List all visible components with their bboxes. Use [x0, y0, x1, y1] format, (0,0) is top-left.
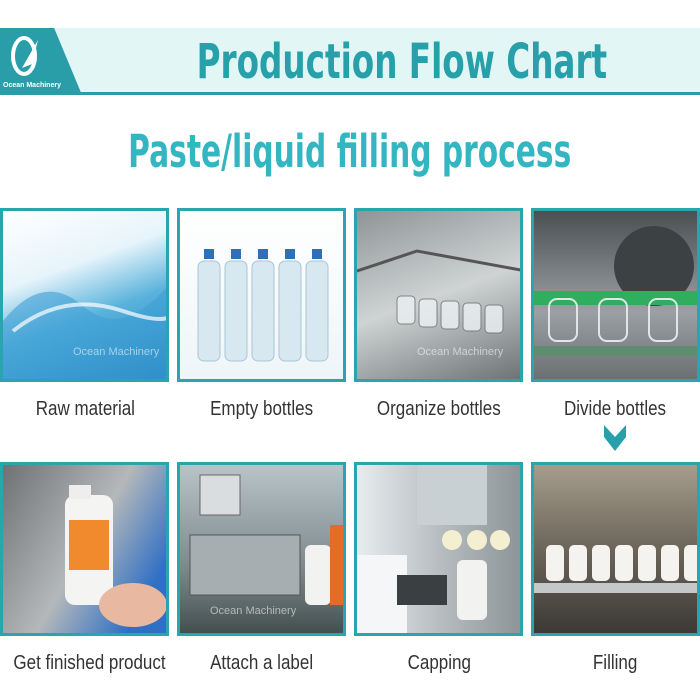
page-subtitle: Paste/liquid filling process — [128, 125, 572, 178]
step-label: Filling — [592, 652, 638, 674]
finished-product-icon — [65, 485, 166, 627]
step-label: Get finished product — [13, 652, 166, 674]
page-title-container: Production Flow Chart — [100, 32, 660, 92]
bottle-conveyor-icon — [534, 226, 697, 356]
step-label-container: Raw material — [0, 396, 170, 422]
chevron-down-icon — [604, 425, 626, 451]
step-label-container: Organize bottles — [354, 396, 524, 422]
step-image-organize-bottles: Ocean Machinery — [354, 208, 523, 382]
step-label: Capping — [407, 652, 471, 674]
header-band — [0, 28, 700, 95]
bottles-icon — [197, 249, 329, 362]
labeling-machine-icon — [189, 474, 343, 605]
step-image-finished-product — [0, 462, 169, 636]
bottle-sorter-icon — [357, 249, 520, 334]
step-label-container: Divide bottles — [530, 396, 700, 422]
step-label: Raw material — [35, 398, 135, 420]
step-image-labeling-machine: Ocean Machinery — [177, 462, 346, 636]
watermark: Ocean Machinery — [417, 346, 504, 358]
capping-machine-icon — [357, 465, 510, 633]
step-image-divide-bottles — [531, 208, 700, 382]
step-label: Empty bottles — [210, 398, 314, 420]
step-label-container: Attach a label — [177, 650, 347, 676]
step-image-capping-machine — [354, 462, 523, 636]
page-subtitle-container: Paste/liquid filling process — [0, 124, 700, 180]
step-label: Divide bottles — [563, 398, 667, 420]
filling-machine-icon — [534, 545, 697, 593]
step-image-empty-bottles — [177, 208, 346, 382]
logo-text: Ocean Machinery — [3, 82, 61, 89]
page-title: Production Flow Chart — [196, 34, 608, 90]
watermark: Ocean Machinery — [73, 346, 160, 358]
step-label: Attach a label — [210, 652, 314, 674]
step-image-filling-machine — [531, 462, 700, 636]
step-image-raw-material: Ocean Machinery — [0, 208, 169, 382]
logo-icon — [11, 36, 38, 76]
step-label-container: Filling — [530, 650, 700, 676]
step-label-container: Empty bottles — [177, 396, 347, 422]
step-label-container: Get finished product — [0, 650, 170, 676]
water-splash-icon — [3, 287, 166, 379]
step-label: Organize bottles — [377, 398, 501, 420]
watermark: Ocean Machinery — [210, 605, 297, 617]
step-label-container: Capping — [354, 650, 524, 676]
